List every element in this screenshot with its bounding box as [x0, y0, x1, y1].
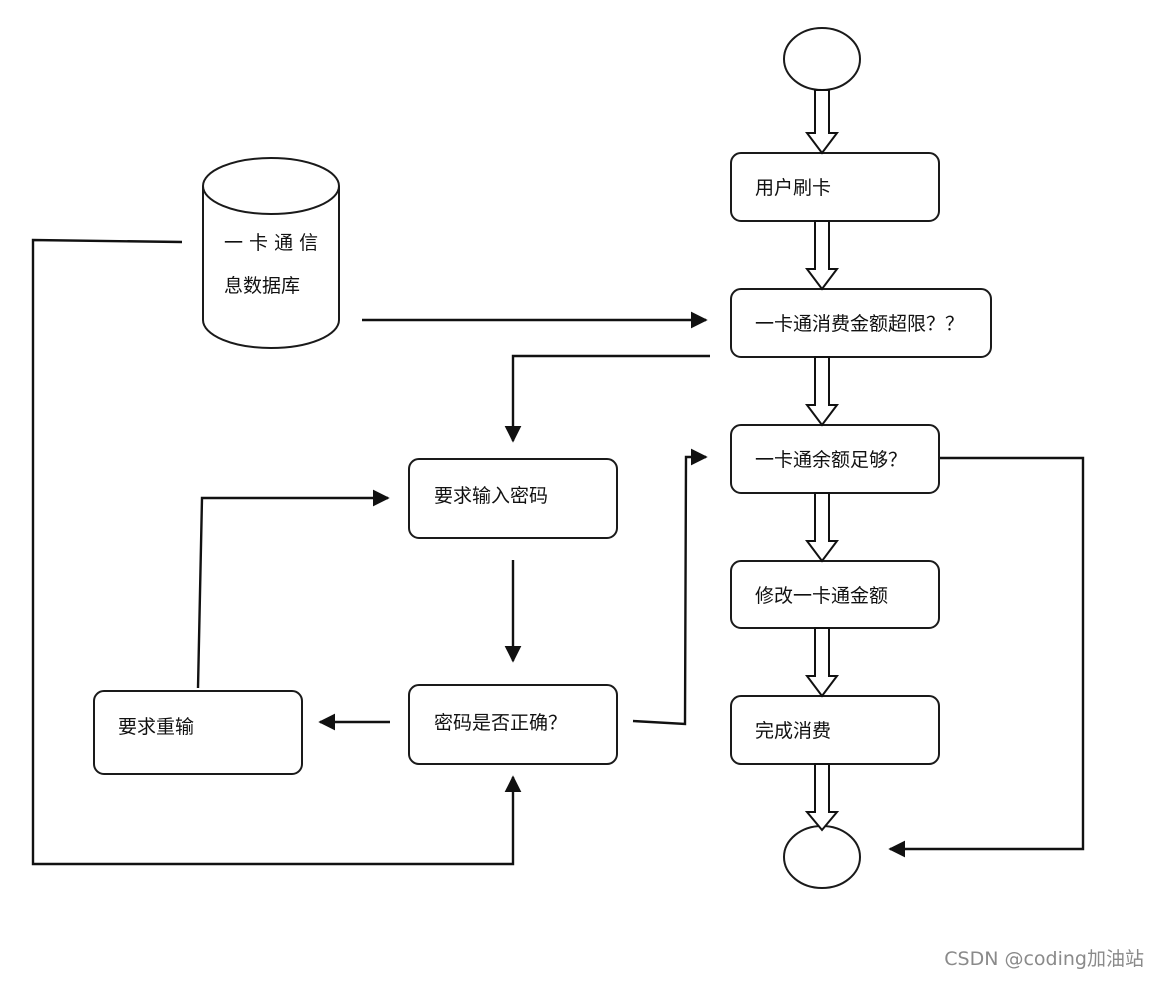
balance-check-label: 一卡通余额足够？ [755, 449, 907, 471]
end-terminal [783, 825, 861, 889]
arrow-check-to-balance [632, 448, 708, 726]
password-check-box [408, 684, 618, 765]
balance-check-box [730, 424, 940, 494]
arrow-database-to-password-check [31, 238, 522, 866]
hollow-arrow-complete-to-end [804, 763, 840, 832]
arrow-retry-to-request [196, 489, 390, 689]
hollow-arrow-balance-to-modify [805, 492, 839, 563]
request-password-box [408, 458, 618, 539]
swipe-box [730, 152, 940, 222]
start-terminal [783, 27, 861, 91]
request-password-label: 要求输入密码 [434, 485, 548, 507]
hollow-arrow-modify-to-complete [805, 627, 839, 698]
hollow-arrow-swipe-to-limit [805, 220, 839, 291]
arrow-limit-to-request-password [504, 354, 710, 443]
modify-amount-label: 修改一卡通金额 [755, 585, 888, 607]
database-label-line2: 息数据库 [224, 275, 300, 297]
complete-box [730, 695, 940, 765]
hollow-arrow-start-to-swipe [805, 89, 839, 155]
complete-label: 完成消费 [755, 720, 831, 742]
modify-amount-box [730, 560, 940, 629]
password-check-label: 密码是否正确？ [434, 712, 567, 734]
watermark: CSDN @coding加油站 [944, 948, 1144, 970]
limit-check-label: 一卡通消费金额超限？？ [755, 313, 964, 335]
retry-box [93, 690, 303, 775]
database-cylinder [202, 157, 340, 349]
swipe-label: 用户刷卡 [755, 177, 831, 199]
limit-check-box [730, 288, 992, 358]
retry-label: 要求重输 [118, 716, 194, 738]
hollow-arrow-limit-to-balance [805, 356, 839, 427]
arrow-balance-to-end [888, 456, 1085, 858]
database-label-line1: 一 卡 通 信 [224, 232, 318, 254]
